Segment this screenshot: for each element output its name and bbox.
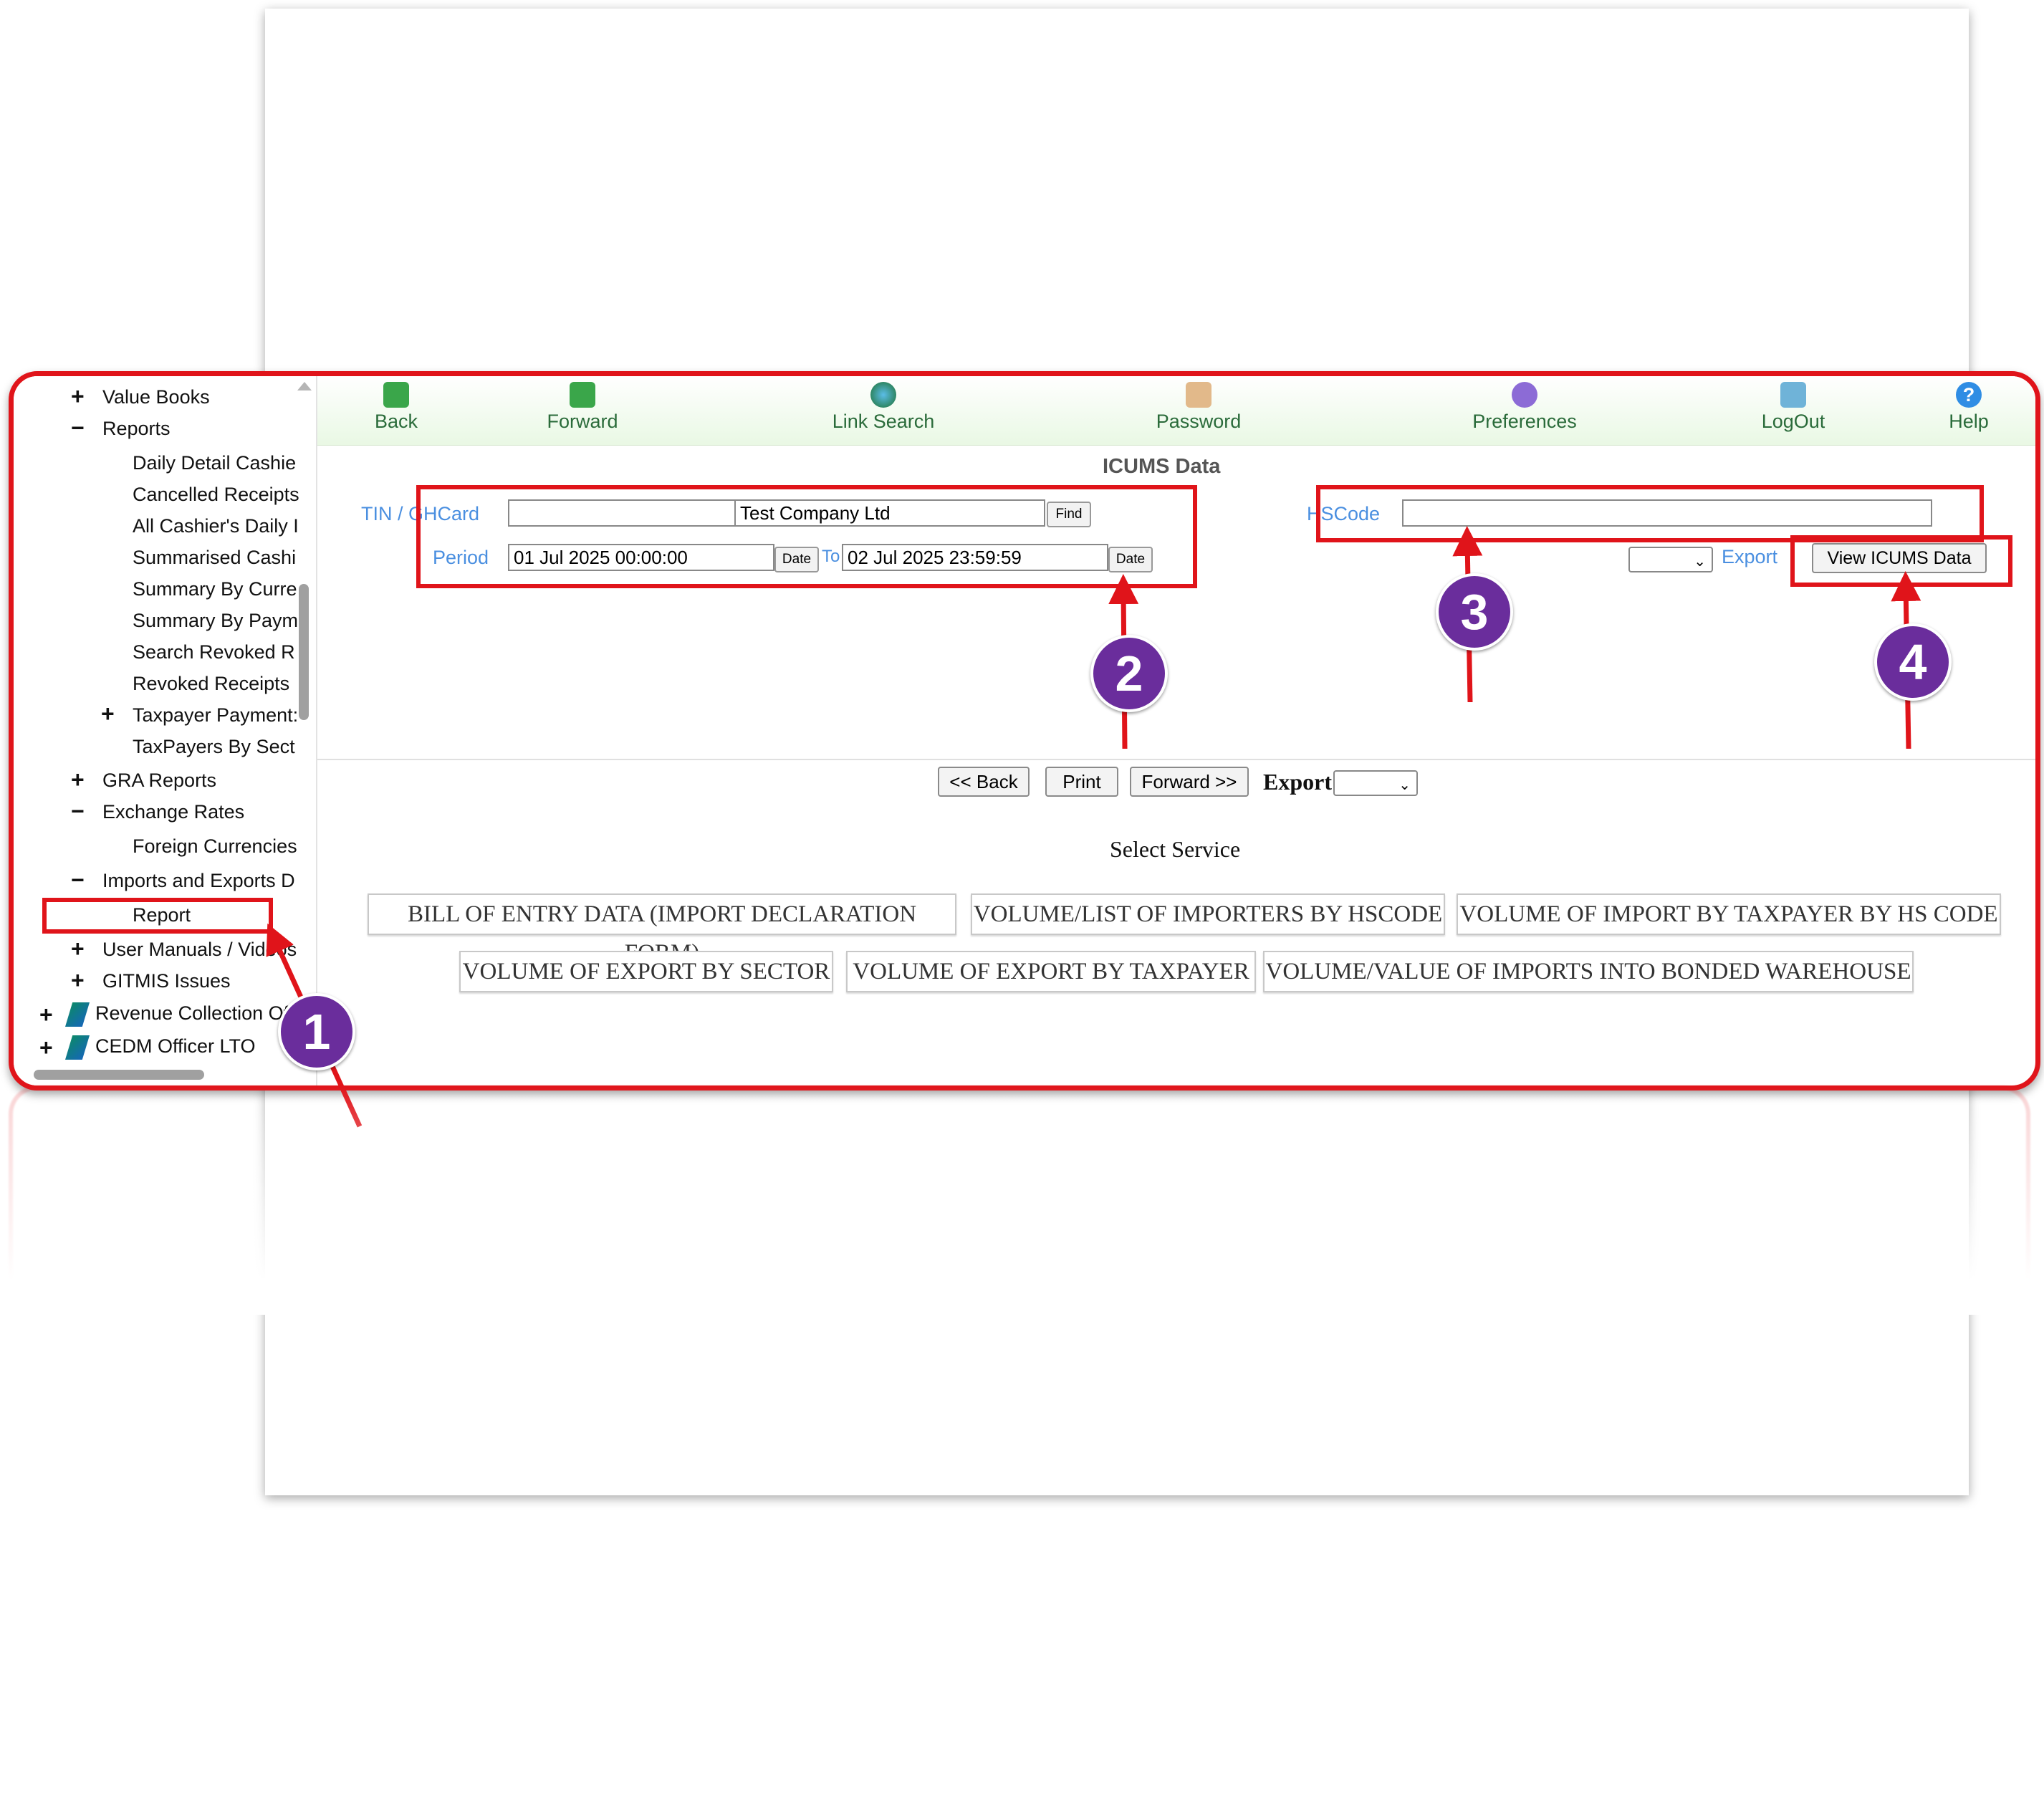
top-toolbar: Back Forward Link Search Password Prefer…	[317, 376, 2035, 446]
tin-period-highlight	[416, 485, 1197, 588]
pager-forward-button[interactable]: Forward >>	[1130, 767, 1249, 797]
scroll-up-arrow-icon[interactable]	[297, 382, 312, 390]
tree-item-reports[interactable]: Reports	[102, 418, 171, 439]
view-icums-data-button[interactable]: View ICUMS Data	[1812, 543, 1987, 573]
password-label: Password	[1156, 411, 1242, 432]
tree-item-revenue-collection[interactable]: Revenue Collection Of	[65, 1002, 289, 1027]
tin-input[interactable]	[508, 499, 736, 527]
tree-item-gitmis-issues[interactable]: GITMIS Issues	[102, 970, 231, 992]
period-from-input[interactable]: 01 Jul 2025 00:00:00	[508, 544, 774, 571]
callout-badge-1: 1	[278, 993, 355, 1070]
help-button[interactable]: ? Help	[1937, 382, 2001, 433]
reflection-fade	[0, 1085, 2044, 1315]
expand-icon[interactable]: +	[39, 1035, 53, 1060]
tree-item-summary-by-payment[interactable]: Summary By Paym	[133, 610, 299, 631]
from-date-button[interactable]: Date	[774, 547, 819, 572]
cart-icon	[1780, 382, 1806, 408]
service-export-by-sector[interactable]: VOLUME OF EXPORT BY SECTOR	[459, 951, 833, 992]
period-label: Period	[433, 547, 489, 568]
heart-icon	[1512, 382, 1537, 408]
collapse-icon[interactable]: −	[71, 415, 85, 441]
tree-item-summarised-cashier[interactable]: Summarised Cashi	[133, 547, 297, 568]
screenshot-frame: + Value Books − Reports Daily Detail Cas…	[9, 371, 2040, 1091]
select-service-heading: Select Service	[1110, 836, 1241, 862]
forward-button[interactable]: Forward	[536, 382, 629, 433]
back-label: Back	[374, 411, 418, 432]
export-link[interactable]: Export	[1722, 546, 1778, 567]
vertical-scrollbar[interactable]	[299, 584, 309, 720]
service-bonded-warehouse[interactable]: VOLUME/VALUE OF IMPORTS INTO BONDED WARE…	[1263, 951, 1914, 992]
expand-icon[interactable]: +	[71, 383, 85, 409]
help-label: Help	[1949, 411, 1989, 432]
collapse-icon[interactable]: −	[71, 798, 85, 824]
service-importers-by-hscode[interactable]: VOLUME/LIST OF IMPORTERS BY HSCODE	[971, 893, 1445, 935]
tree-item-exchange-rates[interactable]: Exchange Rates	[102, 801, 245, 823]
callout-badge-2: 2	[1090, 635, 1168, 712]
tree-item-daily-detail[interactable]: Daily Detail Cashie	[133, 452, 297, 474]
service-import-by-taxpayer[interactable]: VOLUME OF IMPORT BY TAXPAYER BY HS CODE	[1457, 893, 2001, 935]
chevron-down-icon: ⌄	[1398, 777, 1411, 793]
password-button[interactable]: Password	[1141, 382, 1256, 433]
tree-item-foreign-currencies[interactable]: Foreign Currencies	[133, 835, 297, 857]
tree-item-imports-exports[interactable]: Imports and Exports D	[102, 870, 295, 891]
horizontal-scrollbar[interactable]	[34, 1070, 204, 1080]
tree-item-label: CEDM Officer LTO	[95, 1035, 256, 1058]
tree-item-cancelled-receipts[interactable]: Cancelled Receipts	[133, 484, 299, 505]
tree-item-cedm-officer[interactable]: CEDM Officer LTO	[65, 1035, 256, 1060]
report-highlight	[42, 898, 273, 934]
to-date-button[interactable]: Date	[1108, 547, 1153, 572]
callout-badge-3: 3	[1436, 573, 1513, 651]
callout-badge-4: 4	[1874, 623, 1952, 701]
tree-item-search-revoked[interactable]: Search Revoked R	[133, 641, 295, 663]
tree-item-all-cashiers-daily[interactable]: All Cashier's Daily I	[133, 515, 299, 537]
to-label: To	[822, 547, 840, 566]
tree-item-gra-reports[interactable]: GRA Reports	[102, 770, 217, 791]
key-icon	[1186, 382, 1211, 408]
pager-export-select[interactable]: ⌄	[1333, 770, 1418, 796]
find-button[interactable]: Find	[1047, 502, 1091, 527]
tree-item-taxpayers-by-sector[interactable]: TaxPayers By Sect	[133, 736, 295, 757]
tree-item-user-manuals[interactable]: User Manuals / Videos	[102, 939, 297, 960]
collapse-icon[interactable]: −	[71, 867, 85, 893]
pager-back-button[interactable]: << Back	[938, 767, 1030, 797]
print-button[interactable]: Print	[1045, 767, 1118, 797]
tree-item-value-books[interactable]: Value Books	[102, 386, 210, 408]
expand-icon[interactable]: +	[39, 1002, 53, 1027]
divider	[317, 759, 2035, 760]
logout-button[interactable]: LogOut	[1750, 382, 1836, 433]
tree-item-taxpayer-payments[interactable]: Taxpayer Payment:	[133, 704, 299, 726]
forward-arrow-icon	[570, 382, 595, 408]
expand-icon[interactable]: +	[71, 967, 85, 993]
chevron-down-icon: ⌄	[1694, 554, 1706, 570]
back-arrow-icon	[383, 382, 409, 408]
period-to-input[interactable]: 02 Jul 2025 23:59:59	[842, 544, 1108, 571]
back-button[interactable]: Back	[360, 382, 432, 433]
tree-item-report[interactable]: Report	[133, 904, 191, 926]
link-search-label: Link Search	[832, 411, 935, 432]
globe-icon	[870, 382, 896, 408]
expand-icon[interactable]: +	[71, 767, 85, 792]
service-export-by-taxpayer[interactable]: VOLUME OF EXPORT BY TAXPAYER	[846, 951, 1256, 992]
preferences-button[interactable]: Preferences	[1453, 382, 1596, 433]
tree-item-label: Revenue Collection Of	[95, 1002, 289, 1025]
hscode-input[interactable]	[1402, 499, 1932, 527]
hscode-highlight	[1316, 485, 1984, 542]
company-name-field[interactable]: Test Company Ltd	[734, 499, 1045, 527]
help-icon: ?	[1956, 382, 1982, 408]
tree-item-summary-by-currency[interactable]: Summary By Curre	[133, 578, 297, 600]
expand-icon[interactable]: +	[71, 936, 85, 962]
expand-icon[interactable]: +	[101, 701, 115, 727]
navigation-tree: + Value Books − Reports Daily Detail Cas…	[14, 376, 317, 1085]
logout-label: LogOut	[1761, 411, 1825, 432]
export-label: Export	[1263, 769, 1332, 795]
forward-label: Forward	[547, 411, 618, 432]
export-format-select[interactable]: ⌄	[1628, 547, 1713, 572]
link-search-button[interactable]: Link Search	[819, 382, 948, 433]
tree-item-revoked-receipts[interactable]: Revoked Receipts	[133, 673, 290, 694]
page-title: ICUMS Data	[1103, 455, 1221, 478]
preferences-label: Preferences	[1472, 411, 1577, 432]
